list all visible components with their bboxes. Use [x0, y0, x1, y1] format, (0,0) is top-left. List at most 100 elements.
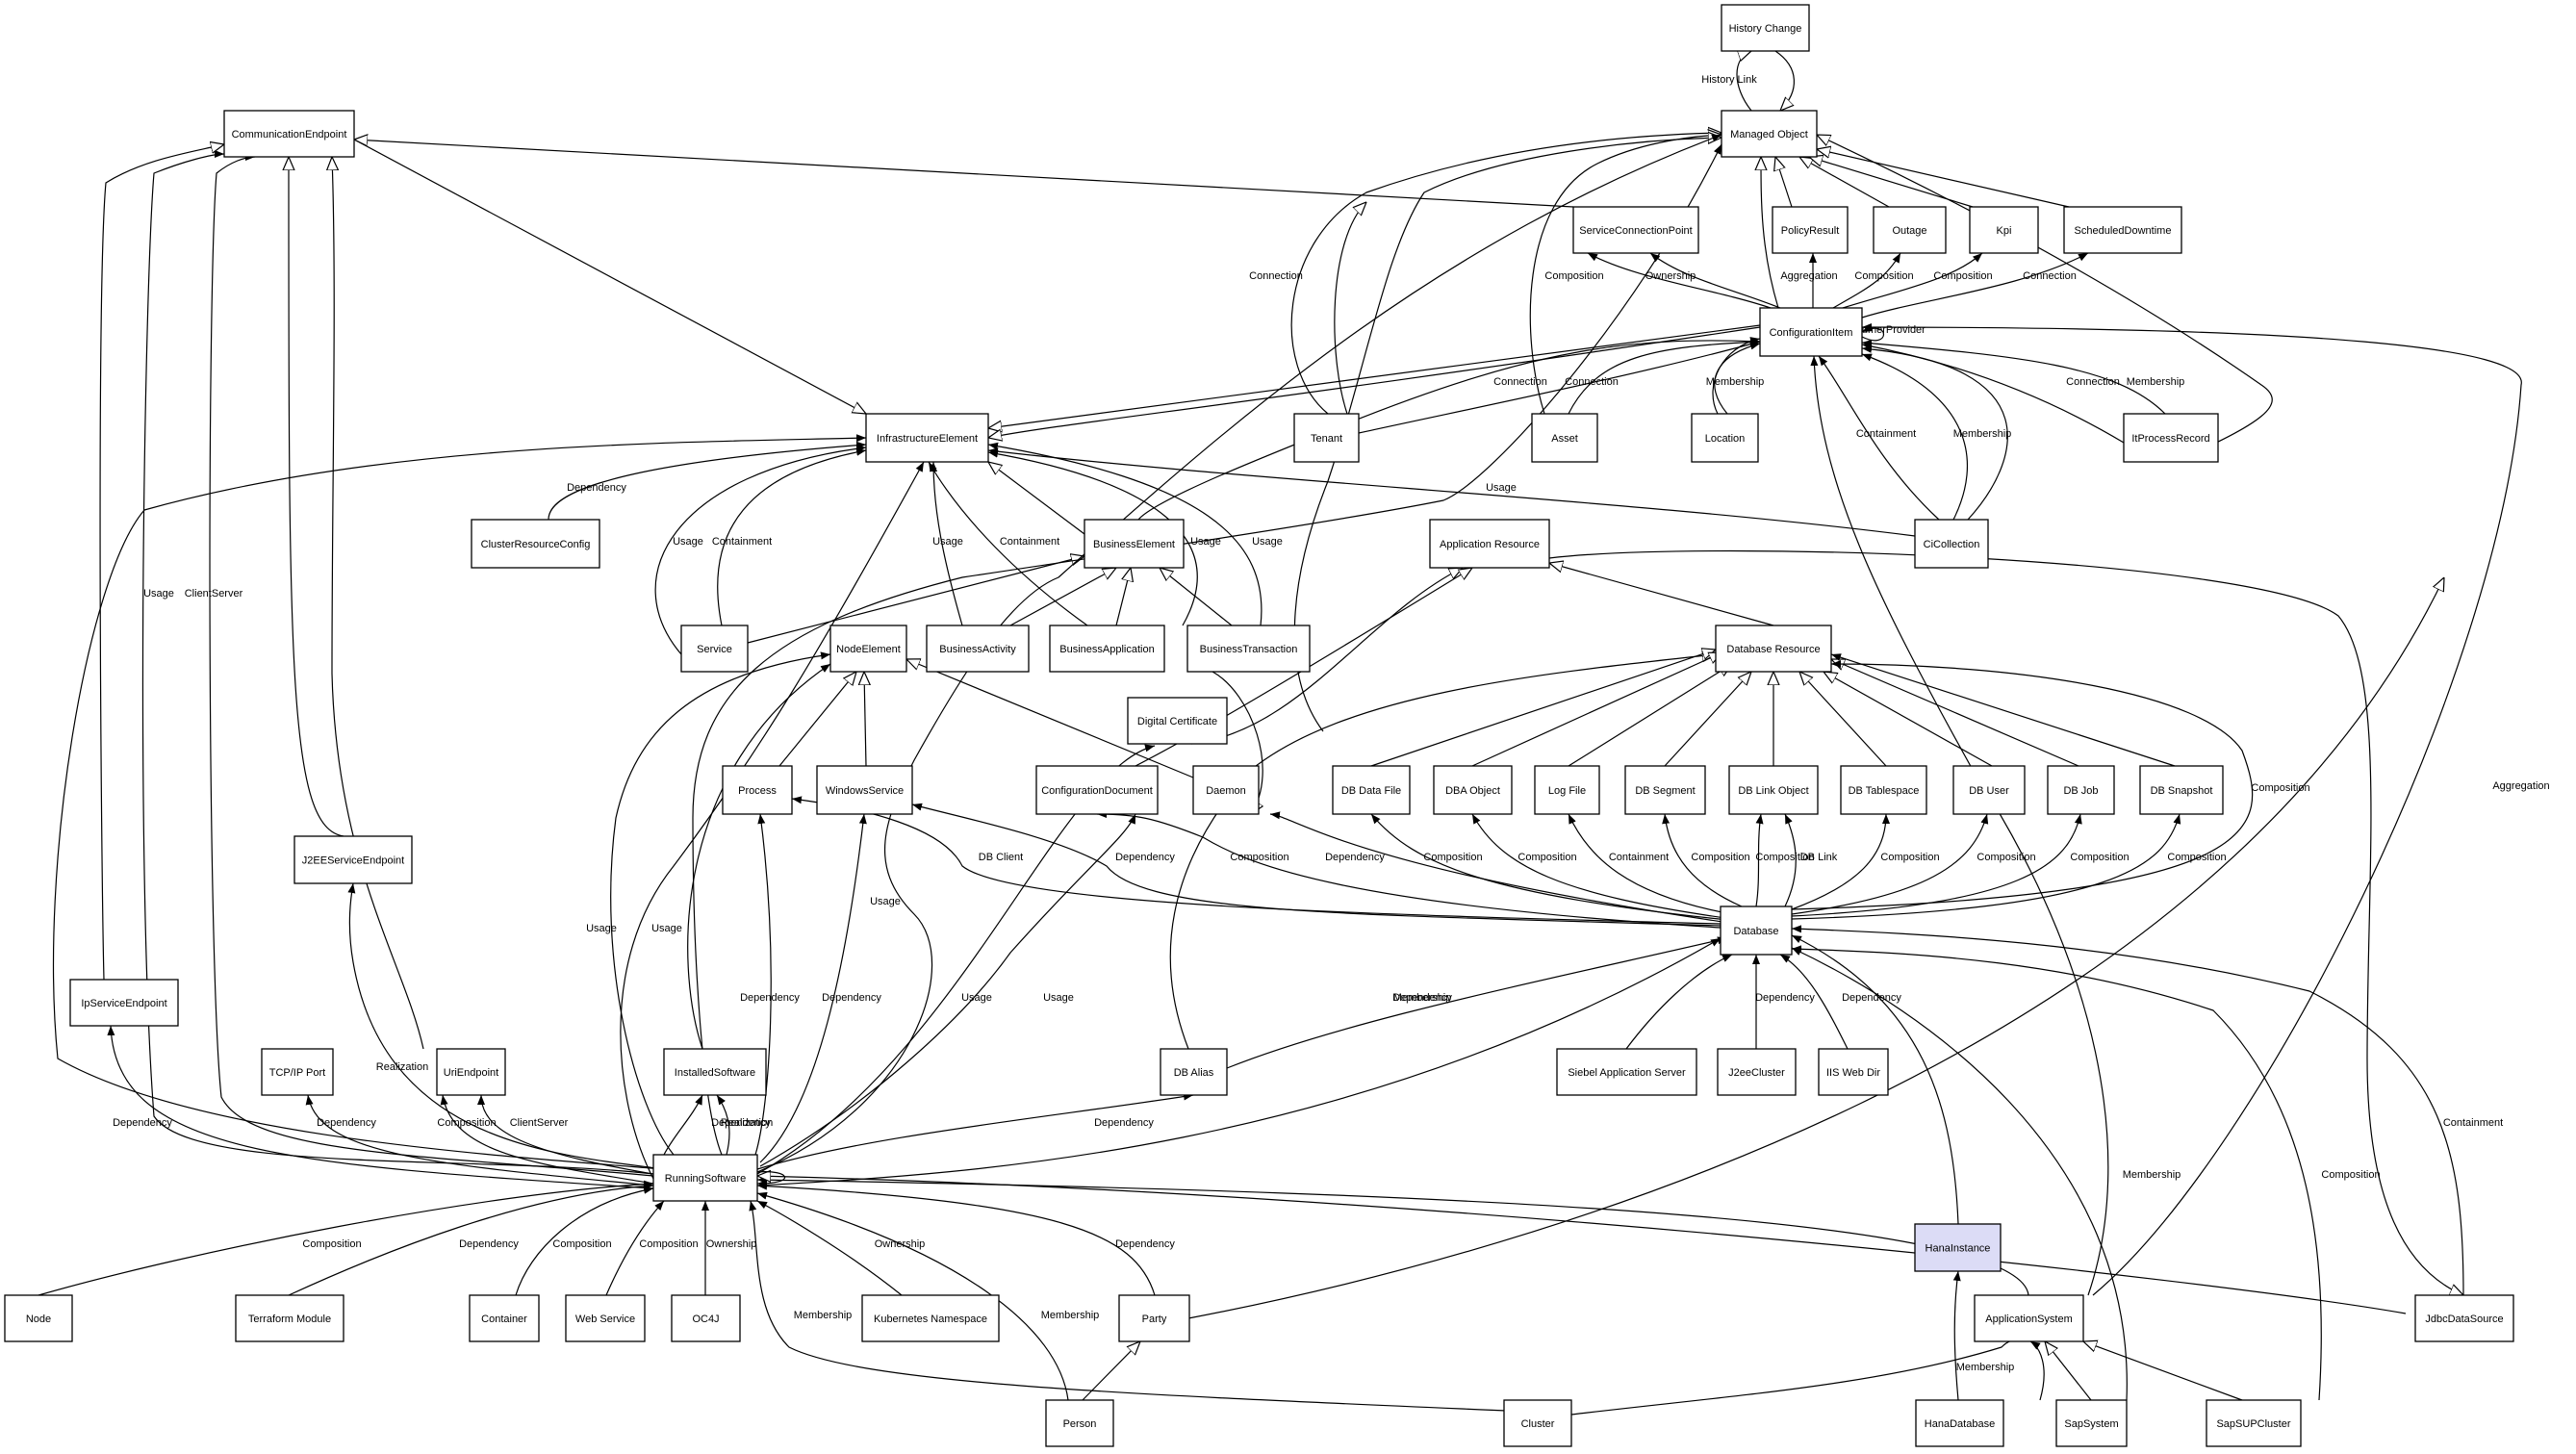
class-node-ci[interactable]: ConfigurationItem: [1759, 307, 1863, 357]
node-box[interactable]: [1534, 765, 1600, 815]
class-node-appres[interactable]: Application Resource: [1429, 519, 1550, 569]
node-box[interactable]: [1715, 625, 1832, 673]
class-node-kpi[interactable]: Kpi: [1969, 206, 2039, 254]
class-node-instsw[interactable]: InstalledSoftware: [663, 1048, 767, 1096]
node-box[interactable]: [1118, 1294, 1190, 1342]
class-node-cluster[interactable]: Cluster: [1503, 1399, 1572, 1447]
node-box[interactable]: [1624, 765, 1706, 815]
node-box[interactable]: [680, 625, 749, 673]
class-node-terraform[interactable]: Terraform Module: [235, 1294, 344, 1342]
node-box[interactable]: [2047, 765, 2115, 815]
class-node-asset[interactable]: Asset: [1531, 413, 1598, 463]
node-box[interactable]: [926, 625, 1030, 673]
node-box[interactable]: [565, 1294, 646, 1342]
node-box[interactable]: [1084, 519, 1185, 569]
node-box[interactable]: [1952, 765, 2026, 815]
node-box[interactable]: [1969, 206, 2039, 254]
class-node-history[interactable]: History Change: [1721, 4, 1810, 52]
class-node-dbuser[interactable]: DB User: [1952, 765, 2026, 815]
node-box[interactable]: [4, 1294, 73, 1342]
node-box[interactable]: [2063, 206, 2182, 254]
node-box[interactable]: [223, 110, 355, 158]
node-box[interactable]: [652, 1154, 758, 1202]
class-node-crc[interactable]: ClusterResourceConfig: [471, 519, 600, 569]
class-node-dbsnap[interactable]: DB Snapshot: [2139, 765, 2224, 815]
class-node-logfile[interactable]: Log File: [1534, 765, 1600, 815]
class-node-managed[interactable]: Managed Object: [1721, 110, 1818, 158]
node-box[interactable]: [1433, 765, 1513, 815]
class-node-node[interactable]: Node: [4, 1294, 73, 1342]
class-node-sapsup[interactable]: SapSUPCluster: [2206, 1399, 2302, 1447]
class-node-j2ee[interactable]: J2EEServiceEndpoint: [293, 835, 413, 884]
class-node-oc4j[interactable]: OC4J: [671, 1294, 741, 1342]
node-box[interactable]: [1721, 110, 1818, 158]
class-node-service[interactable]: Service: [680, 625, 749, 673]
class-node-websvc[interactable]: Web Service: [565, 1294, 646, 1342]
class-node-dbseg[interactable]: DB Segment: [1624, 765, 1706, 815]
node-box[interactable]: [1160, 1048, 1228, 1096]
class-node-process[interactable]: Process: [722, 765, 793, 815]
class-node-bizact[interactable]: BusinessActivity: [926, 625, 1030, 673]
class-node-hanainst[interactable]: HanaInstance: [1914, 1223, 2002, 1272]
node-box[interactable]: [1873, 206, 1947, 254]
node-box[interactable]: [436, 1048, 506, 1096]
class-node-infra[interactable]: InfrastructureElement: [865, 413, 989, 463]
node-box[interactable]: [1974, 1294, 2084, 1342]
class-node-dbalias[interactable]: DB Alias: [1160, 1048, 1228, 1096]
node-box[interactable]: [1531, 413, 1598, 463]
class-node-dbts[interactable]: DB Tablespace: [1840, 765, 1927, 815]
node-box[interactable]: [2139, 765, 2224, 815]
class-node-bizel[interactable]: BusinessElement: [1084, 519, 1185, 569]
class-node-k8sns[interactable]: Kubernetes Namespace: [861, 1294, 1000, 1342]
class-node-outage[interactable]: Outage: [1873, 206, 1947, 254]
node-box[interactable]: [471, 519, 600, 569]
node-box[interactable]: [69, 979, 179, 1027]
class-node-biztx[interactable]: BusinessTransaction: [1186, 625, 1311, 673]
node-box[interactable]: [1192, 765, 1260, 815]
class-node-tenant[interactable]: Tenant: [1293, 413, 1360, 463]
class-node-appsys[interactable]: ApplicationSystem: [1974, 1294, 2084, 1342]
class-node-dbjob[interactable]: DB Job: [2047, 765, 2115, 815]
node-box[interactable]: [1429, 519, 1550, 569]
class-node-person[interactable]: Person: [1045, 1399, 1114, 1447]
node-box[interactable]: [1045, 1399, 1114, 1447]
node-box[interactable]: [1035, 765, 1159, 815]
node-box[interactable]: [1915, 1399, 2004, 1447]
class-node-dblinkobj[interactable]: DB Link Object: [1728, 765, 1819, 815]
class-node-bizapp[interactable]: BusinessApplication: [1049, 625, 1165, 673]
node-box[interactable]: [1691, 413, 1759, 463]
node-box[interactable]: [722, 765, 793, 815]
class-node-scp[interactable]: ServiceConnectionPoint: [1572, 206, 1699, 254]
node-box[interactable]: [1840, 765, 1927, 815]
node-box[interactable]: [1293, 413, 1360, 463]
node-box[interactable]: [293, 835, 413, 884]
node-box[interactable]: [1503, 1399, 1572, 1447]
class-node-sapsys[interactable]: SapSystem: [2055, 1399, 2128, 1447]
class-node-itproc[interactable]: ItProcessRecord: [2123, 413, 2219, 463]
node-box[interactable]: [469, 1294, 540, 1342]
class-node-jdbc[interactable]: JdbcDataSource: [2414, 1294, 2514, 1342]
node-box[interactable]: [1720, 906, 1793, 956]
class-node-dbaobj[interactable]: DBA Object: [1433, 765, 1513, 815]
node-box[interactable]: [2206, 1399, 2302, 1447]
class-node-policy[interactable]: PolicyResult: [1772, 206, 1849, 254]
class-node-hanadb[interactable]: HanaDatabase: [1915, 1399, 2004, 1447]
class-node-party[interactable]: Party: [1118, 1294, 1190, 1342]
class-node-sched[interactable]: ScheduledDowntime: [2063, 206, 2182, 254]
class-node-runsw[interactable]: RunningSoftware: [652, 1154, 758, 1202]
node-box[interactable]: [1721, 4, 1810, 52]
node-box[interactable]: [1728, 765, 1819, 815]
node-box[interactable]: [1717, 1048, 1797, 1096]
class-node-winsvc[interactable]: WindowsService: [816, 765, 913, 815]
class-node-cicoll[interactable]: CiCollection: [1914, 519, 1989, 569]
class-node-commend[interactable]: CommunicationEndpoint: [223, 110, 355, 158]
class-node-database[interactable]: Database: [1720, 906, 1793, 956]
node-box[interactable]: [2055, 1399, 2128, 1447]
node-box[interactable]: [671, 1294, 741, 1342]
class-node-ipse[interactable]: IpServiceEndpoint: [69, 979, 179, 1027]
node-box[interactable]: [1332, 765, 1411, 815]
node-box[interactable]: [1759, 307, 1863, 357]
node-box[interactable]: [2414, 1294, 2514, 1342]
class-node-confdoc[interactable]: ConfigurationDocument: [1035, 765, 1159, 815]
class-node-siebel[interactable]: Siebel Application Server: [1556, 1048, 1697, 1096]
